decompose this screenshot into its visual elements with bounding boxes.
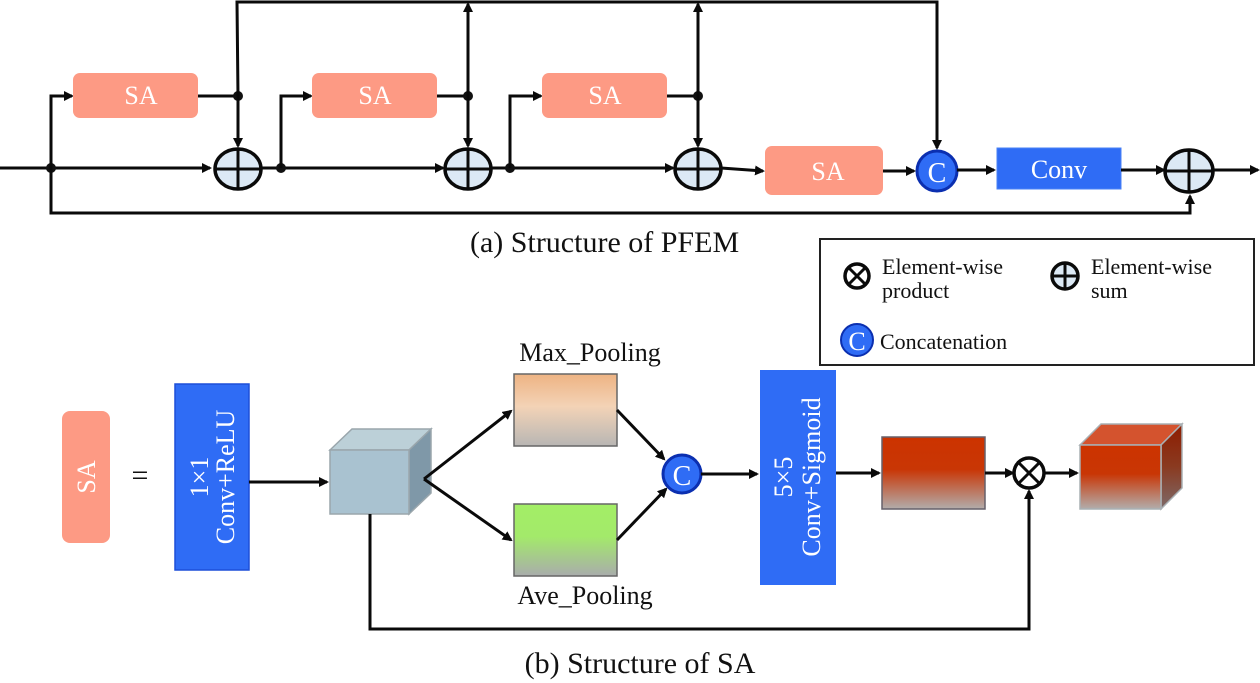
sum-node-1: [213, 147, 263, 191]
svg-text:5×5: 5×5: [769, 457, 798, 498]
svg-text:SA: SA: [124, 81, 157, 110]
legend-sum-line2: sum: [1091, 278, 1128, 303]
svg-text:SA: SA: [72, 460, 101, 493]
branch-to-sa2: [279, 91, 313, 168]
sum-node-3: [673, 147, 723, 191]
product-node: [1012, 456, 1046, 490]
svg-text:C: C: [673, 461, 692, 492]
sa-label-block: SA: [62, 411, 110, 543]
legend-sum-line1: Element-wise: [1091, 254, 1212, 279]
svg-text:SA: SA: [811, 157, 844, 186]
pfem-caption: (a) Structure of PFEM: [470, 226, 739, 259]
max-pooling-map: [513, 373, 618, 447]
legend-concat-label: Concatenation: [880, 329, 1007, 354]
sa-block-4: SA: [765, 146, 883, 195]
residual-path: [368, 489, 1034, 631]
svg-text:Conv+ReLU: Conv+ReLU: [211, 410, 240, 545]
sa-block-1: SA: [73, 73, 198, 118]
concat-icon: C: [840, 323, 874, 357]
ave-pooling-label: Ave_Pooling: [517, 581, 652, 610]
conv5x5-sigmoid-block: 5×5 Conv+Sigmoid: [760, 370, 836, 585]
top-bus: [235, 0, 942, 150]
feature-map-cube: [328, 427, 433, 516]
to-max-pooling: [423, 409, 513, 481]
svg-text:Conv: Conv: [1031, 155, 1087, 184]
sum-icon: [1050, 261, 1080, 291]
sa-block-3: SA: [542, 73, 667, 118]
ave-pooling-map: [513, 503, 618, 577]
skip-connection: [49, 168, 1195, 215]
branch-to-sa1: [49, 91, 74, 168]
sa-block-2: SA: [312, 73, 437, 118]
legend: Element-wise product Element-wise sum C …: [819, 238, 1255, 366]
svg-text:C: C: [848, 327, 865, 356]
conv-block: Conv: [996, 147, 1122, 190]
sa-caption: (b) Structure of SA: [525, 647, 756, 680]
sa-diagram: SA = 1×1 Conv+ReLU Max_Pooling Ave_Pooli…: [62, 338, 1184, 680]
max-to-concat: [615, 408, 666, 461]
legend-product-line2: product: [882, 278, 949, 303]
ave-to-concat: [615, 487, 668, 542]
to-ave-pooling: [423, 477, 513, 542]
sa-concat-node: C: [661, 453, 703, 495]
equals-sign: =: [132, 459, 149, 492]
product-icon: [843, 262, 871, 290]
sum-node-2: [443, 147, 493, 191]
output-cube: [1078, 422, 1184, 511]
max-pooling-label: Max_Pooling: [519, 338, 661, 367]
attention-map: [881, 436, 986, 510]
pfem-diagram: SA SA: [0, 0, 1260, 259]
legend-product-line1: Element-wise: [882, 254, 1003, 279]
conv1x1-relu-block: 1×1 Conv+ReLU: [174, 383, 250, 571]
svg-text:1×1: 1×1: [185, 457, 214, 498]
svg-text:SA: SA: [358, 81, 391, 110]
branch-to-sa3: [508, 91, 543, 168]
sum3-to-sa4: [720, 165, 765, 176]
concat-node: C: [915, 149, 959, 193]
svg-text:SA: SA: [588, 81, 621, 110]
svg-text:C: C: [928, 158, 947, 189]
svg-text:Conv+Sigmoid: Conv+Sigmoid: [797, 397, 826, 556]
sum-node-final: [1163, 148, 1215, 194]
